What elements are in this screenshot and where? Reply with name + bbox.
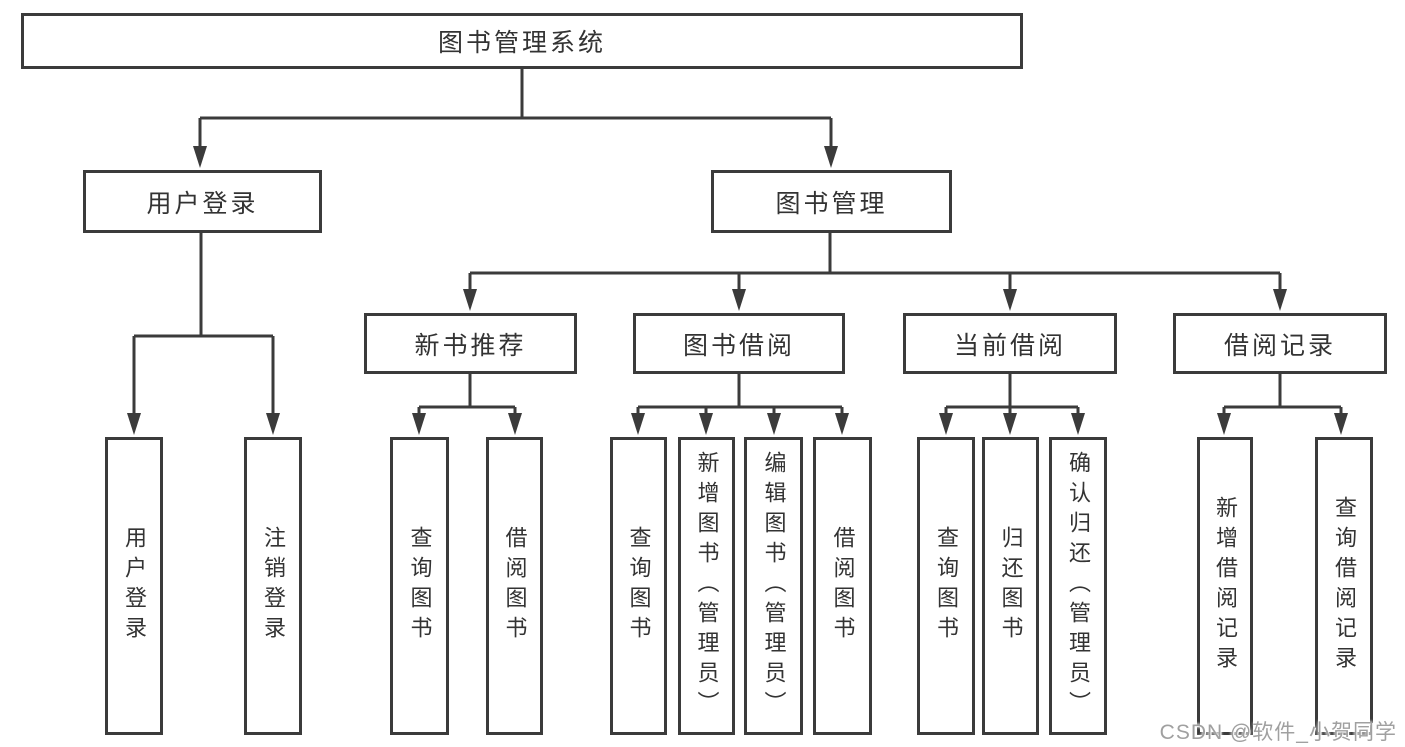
leaf-add-borrow-record: 新增借阅记录 xyxy=(1197,437,1253,735)
edge-root-to-level2 xyxy=(193,69,838,168)
node-borrow-records: 借阅记录 xyxy=(1173,313,1387,374)
leaf-logout: 注销登录 xyxy=(244,437,302,735)
csdn-watermark: CSDN @软件_小贺同学 xyxy=(1159,721,1397,744)
leaf-add-borrow-record-label: 新增借阅记录 xyxy=(1213,496,1238,676)
edge-borrow-records-to-leaves xyxy=(1217,374,1348,435)
leaf-borrow-query-book: 查询图书 xyxy=(610,437,667,735)
node-book-management-label: 图书管理 xyxy=(775,189,888,218)
node-borrow-records-label: 借阅记录 xyxy=(1223,331,1336,360)
edge-current-borrow-to-leaves xyxy=(939,374,1085,435)
leaf-recommend-borrow-book-label: 借阅图书 xyxy=(502,526,528,646)
edge-new-book-recommend-to-leaves xyxy=(412,374,522,435)
node-current-borrow-label: 当前借阅 xyxy=(953,331,1066,360)
leaf-add-book-admin-label: 新增图书（管理员） xyxy=(694,451,720,721)
leaf-edit-book-admin: 编辑图书（管理员） xyxy=(744,437,803,735)
edge-book-mgmt-to-level3 xyxy=(463,233,1287,311)
node-new-book-recommend-label: 新书推荐 xyxy=(414,331,527,360)
leaf-confirm-return-admin: 确认归还（管理员） xyxy=(1049,437,1107,735)
leaf-user-login: 用户登录 xyxy=(105,437,163,735)
leaf-borrow-book-label: 借阅图书 xyxy=(830,526,856,646)
leaf-add-book-admin: 新增图书（管理员） xyxy=(678,437,735,735)
leaf-confirm-return-admin-label: 确认归还（管理员） xyxy=(1066,451,1091,721)
leaf-recommend-query-book: 查询图书 xyxy=(390,437,449,735)
node-book-borrow: 图书借阅 xyxy=(633,313,845,374)
node-user-login: 用户登录 xyxy=(83,170,322,233)
leaf-current-query-book-label: 查询图书 xyxy=(934,526,959,646)
node-book-management: 图书管理 xyxy=(711,170,952,233)
leaf-return-book-label: 归还图书 xyxy=(998,526,1024,646)
leaf-edit-book-admin-label: 编辑图书（管理员） xyxy=(761,451,787,721)
node-current-borrow: 当前借阅 xyxy=(903,313,1117,374)
leaf-recommend-borrow-book: 借阅图书 xyxy=(486,437,543,735)
leaf-return-book: 归还图书 xyxy=(982,437,1039,735)
leaf-user-login-label: 用户登录 xyxy=(122,526,147,646)
node-book-borrow-label: 图书借阅 xyxy=(682,331,795,360)
root-node-label: 图书管理系统 xyxy=(437,29,606,57)
leaf-query-borrow-record: 查询借阅记录 xyxy=(1315,437,1373,735)
leaf-logout-label: 注销登录 xyxy=(261,526,286,646)
leaf-borrow-query-book-label: 查询图书 xyxy=(626,526,652,646)
leaf-current-query-book: 查询图书 xyxy=(917,437,975,735)
leaf-query-borrow-record-label: 查询借阅记录 xyxy=(1332,496,1357,676)
leaf-borrow-book: 借阅图书 xyxy=(813,437,872,735)
node-user-login-label: 用户登录 xyxy=(146,189,259,218)
node-new-book-recommend: 新书推荐 xyxy=(364,313,577,374)
edge-book-borrow-to-leaves xyxy=(631,374,849,435)
edge-user-login-to-leaves xyxy=(127,233,280,435)
leaf-recommend-query-book-label: 查询图书 xyxy=(407,526,433,646)
root-node-system: 图书管理系统 xyxy=(21,13,1023,69)
